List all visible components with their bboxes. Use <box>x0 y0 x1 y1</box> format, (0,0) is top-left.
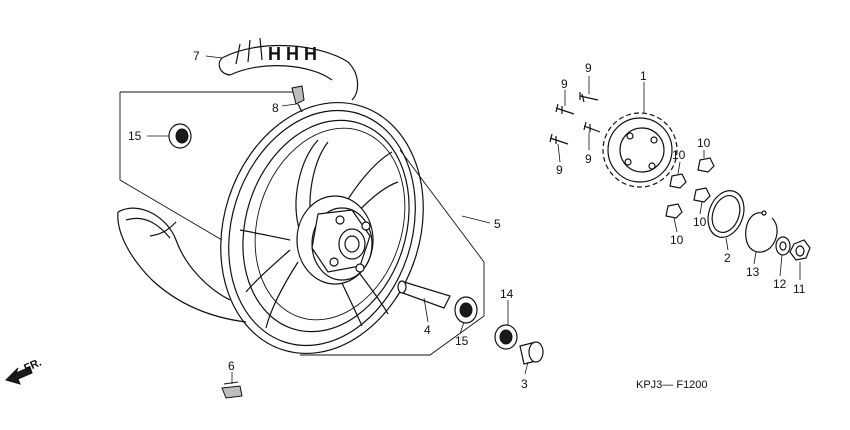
callout-10-bottom-left: 10 <box>670 233 684 247</box>
callout-1: 1 <box>640 69 647 83</box>
part-callouts: 7 8 15 5 4 15 14 3 6 1 9 9 9 9 10 10 10 … <box>128 49 806 391</box>
balance-weight <box>221 381 243 399</box>
callout-13: 13 <box>746 265 760 279</box>
bearing-right <box>454 296 478 324</box>
callout-9-mid: 9 <box>585 152 592 166</box>
callout-3: 3 <box>521 377 528 391</box>
collar <box>397 280 451 309</box>
diagram-code: KPJ3— F1200 <box>636 379 708 391</box>
axle-nut <box>789 239 811 261</box>
callout-4: 4 <box>424 323 431 337</box>
callout-5: 5 <box>494 217 501 231</box>
assembly-outline <box>119 91 485 356</box>
circlip <box>745 210 778 253</box>
rear-wheel <box>220 101 424 355</box>
sprocket-nuts <box>665 157 715 219</box>
tire-upper: H H H <box>218 37 359 101</box>
callout-10-top-right: 10 <box>697 136 711 150</box>
tire-lower <box>117 207 247 323</box>
valve-stem <box>291 85 305 113</box>
bearing-left <box>168 123 192 149</box>
callout-9-bottom: 9 <box>556 163 563 177</box>
o-ring <box>707 190 745 238</box>
front-direction-arrow <box>5 366 33 385</box>
side-collar <box>519 341 544 365</box>
front-direction-label: FR. <box>22 357 43 375</box>
callout-9-top-right: 9 <box>585 61 592 75</box>
sprocket-studs <box>549 92 601 145</box>
washer <box>775 236 791 256</box>
final-driven-sprocket <box>602 112 678 188</box>
callout-15-right: 15 <box>455 334 469 348</box>
callout-2: 2 <box>724 251 731 265</box>
svg-text:H H H: H H H <box>268 44 317 64</box>
callout-9-top-left: 9 <box>561 77 568 91</box>
callout-15-left: 15 <box>128 129 142 143</box>
callout-8: 8 <box>272 101 279 115</box>
oil-seal <box>494 324 518 350</box>
callout-14: 14 <box>500 287 514 301</box>
leader-lines <box>147 55 801 384</box>
callout-12: 12 <box>773 277 787 291</box>
callout-10-top-left: 10 <box>672 148 686 162</box>
callout-6: 6 <box>228 359 235 373</box>
callout-11: 11 <box>793 282 806 296</box>
callout-10-bottom-right: 10 <box>693 215 707 229</box>
callout-7: 7 <box>193 49 200 63</box>
